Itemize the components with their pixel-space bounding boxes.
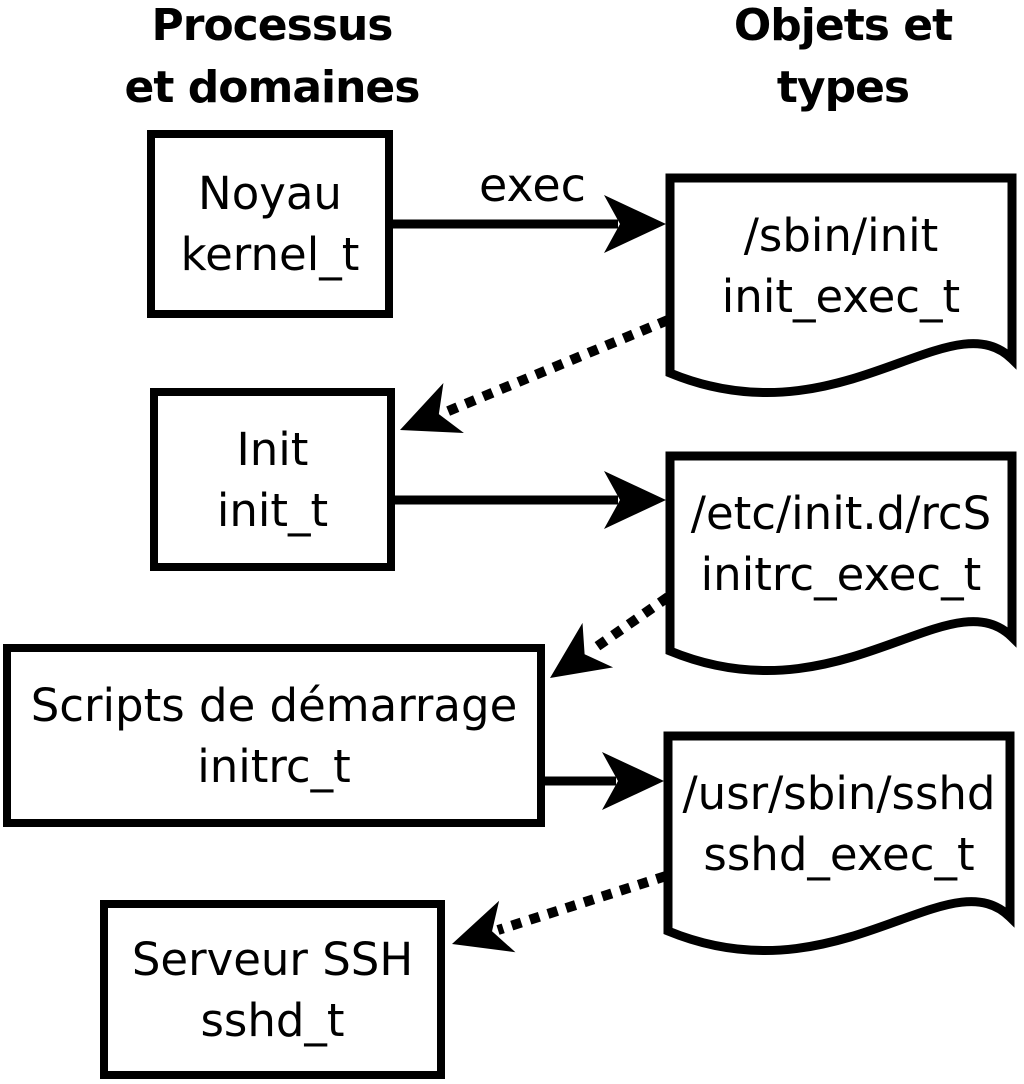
exec-arrow-kernel-to-sbin-init (390, 195, 666, 253)
process-box-kernel: Noyau kernel_t (147, 130, 393, 318)
process-label: Scripts de démarrage (30, 678, 518, 732)
column-header-processes: Processus et domaines (72, 0, 472, 119)
process-domain: initrc_t (197, 739, 351, 793)
process-domain: sshd_t (200, 993, 345, 1047)
object-doc-usr-sbin-sshd: /usr/sbin/sshd sshd_exec_t (663, 731, 1015, 957)
header-line: et domaines (124, 62, 421, 113)
header-line: types (776, 62, 910, 113)
object-path: /sbin/init (743, 209, 939, 262)
process-domain: init_t (216, 483, 329, 537)
header-line: Processus (151, 0, 394, 51)
document-shape-icon (665, 451, 1017, 675)
object-doc-sbin-init: /sbin/init init_exec_t (665, 173, 1017, 399)
object-type: sshd_exec_t (703, 828, 975, 881)
document-shape-icon (663, 731, 1015, 955)
document-shape-icon (665, 173, 1017, 397)
transition-arrow-rcs-to-initrc (550, 592, 671, 678)
process-label: Serveur SSH (131, 932, 414, 986)
transition-arrow-sshd-exec-to-sshd (452, 871, 668, 953)
process-box-initrc: Scripts de démarrage initrc_t (3, 644, 545, 827)
process-label: Noyau (198, 167, 342, 220)
object-type: init_exec_t (721, 270, 961, 323)
exec-arrow-initrc-to-sshd (541, 752, 664, 810)
object-type: initrc_exec_t (700, 548, 982, 601)
process-box-sshd: Serveur SSH sshd_t (100, 900, 445, 1079)
exec-arrow-init-to-rcs (393, 471, 666, 529)
object-path: /etc/init.d/rcS (690, 487, 992, 540)
process-domain: kernel_t (180, 228, 360, 281)
process-box-init: Init init_t (150, 388, 395, 571)
object-path: /usr/sbin/sshd (682, 767, 996, 820)
object-doc-etc-initd-rcs: /etc/init.d/rcS initrc_exec_t (665, 451, 1017, 677)
exec-arrow-label: exec (479, 158, 586, 212)
transition-arrow-sbin-init-to-init (400, 315, 670, 433)
column-header-objects: Objets et types (643, 0, 1024, 119)
process-label: Init (236, 422, 309, 476)
header-line: Objets et (733, 0, 953, 51)
